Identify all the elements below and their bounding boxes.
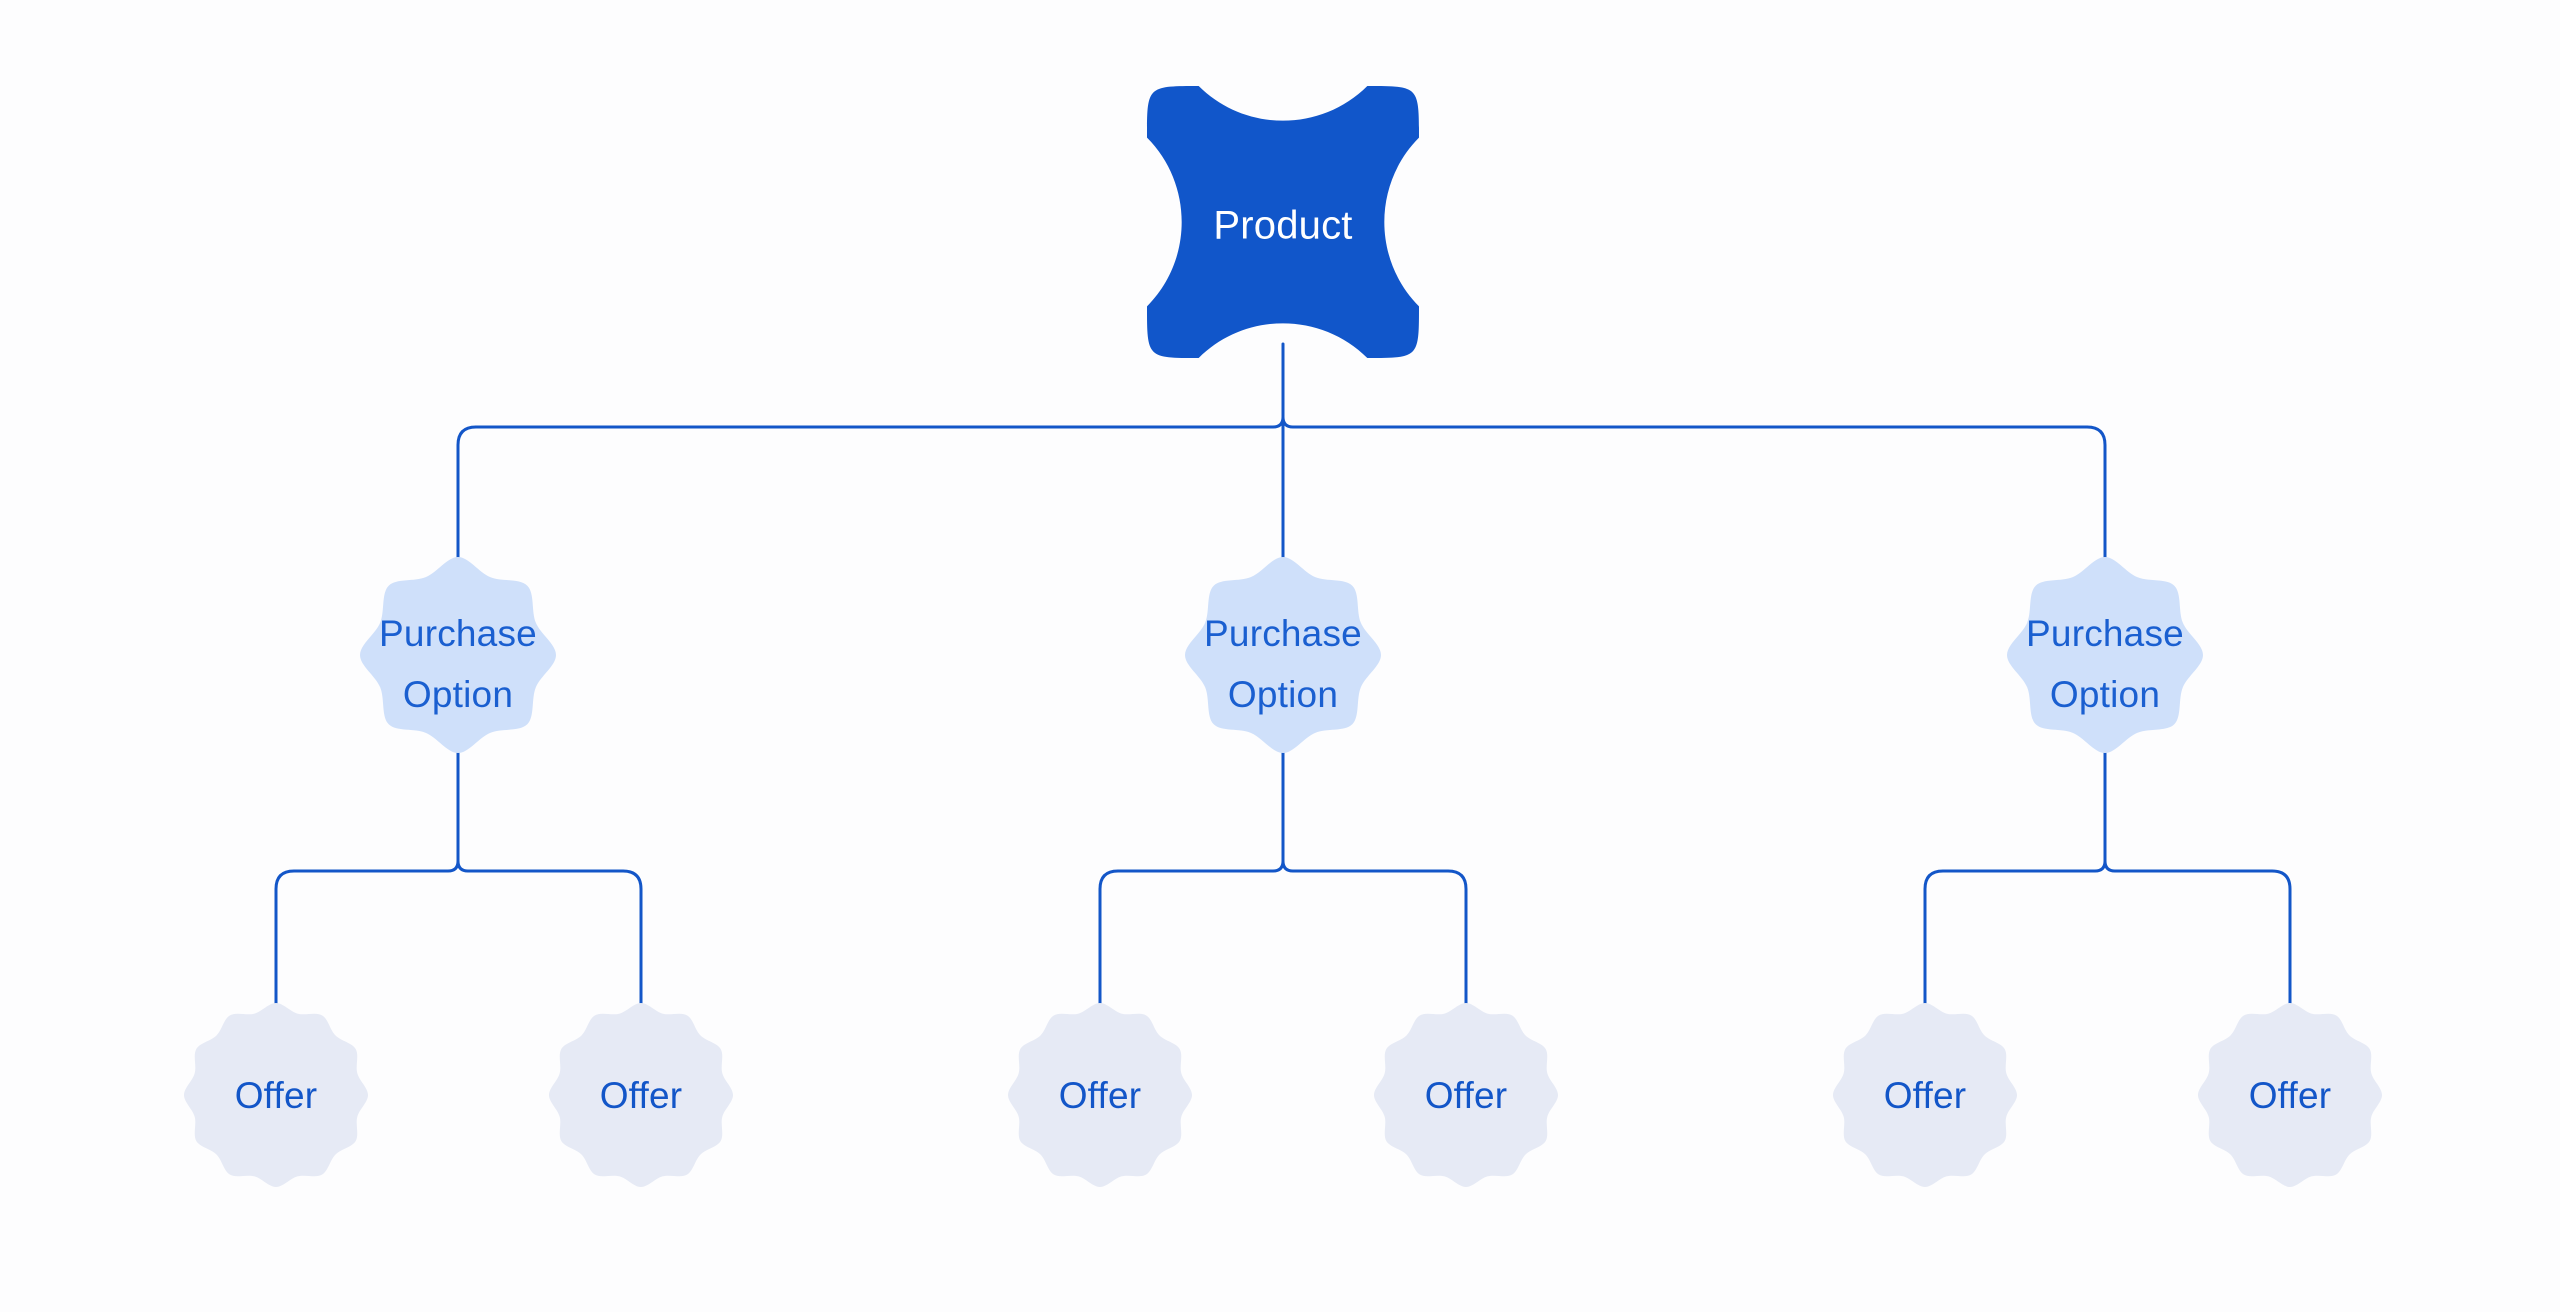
connector-option-3-to-offers <box>1923 739 2292 1013</box>
scallop-shape-offer-3 <box>1008 1003 1192 1187</box>
node-offer-5[interactable]: Offer <box>1833 1003 2017 1187</box>
node-purchase-option-1-label-line1: Purchase <box>379 613 537 654</box>
connector-layer <box>274 342 2292 1013</box>
connector-product-to-option-3 <box>2085 425 2107 569</box>
node-offer-1[interactable]: Offer <box>184 1003 368 1187</box>
scallop-shape-offer-5 <box>1833 1003 2017 1187</box>
node-offer-4[interactable]: Offer <box>1374 1003 1558 1187</box>
connector-option-2-to-offers <box>1098 739 1468 1013</box>
node-offer-3-label: Offer <box>1059 1075 1142 1116</box>
node-purchase-option-2-label-line2: Option <box>1228 674 1338 715</box>
blob-shape-product <box>1147 86 1419 358</box>
scallop-shape-purchase-option-2 <box>1185 557 1381 753</box>
node-purchase-option-3[interactable]: Purchase Option <box>2007 557 2203 753</box>
node-purchase-option-3-label-line1: Purchase <box>2026 613 2184 654</box>
node-layer: Product Purchase Option Purchase Option … <box>184 86 2382 1187</box>
scallop-shape-purchase-option-3 <box>2007 557 2203 753</box>
node-purchase-option-2[interactable]: Purchase Option <box>1185 557 1381 753</box>
node-offer-6-label: Offer <box>2249 1075 2332 1116</box>
node-product[interactable]: Product <box>1147 86 1419 358</box>
node-offer-6[interactable]: Offer <box>2198 1003 2382 1187</box>
node-offer-3[interactable]: Offer <box>1008 1003 1192 1187</box>
node-purchase-option-1[interactable]: Purchase Option <box>360 557 556 753</box>
node-offer-2-label: Offer <box>600 1075 683 1116</box>
connector-product-to-option-1 <box>456 425 478 569</box>
scallop-shape-purchase-option-1 <box>360 557 556 753</box>
connector-option-1-to-offers <box>274 739 643 1013</box>
node-purchase-option-1-label-line2: Option <box>403 674 513 715</box>
node-purchase-option-2-label-line1: Purchase <box>1204 613 1362 654</box>
scallop-shape-offer-2 <box>549 1003 733 1187</box>
node-offer-4-label: Offer <box>1425 1075 1508 1116</box>
node-offer-1-label: Offer <box>235 1075 318 1116</box>
scallop-shape-offer-4 <box>1374 1003 1558 1187</box>
scallop-shape-offer-1 <box>184 1003 368 1187</box>
scallop-shape-offer-6 <box>2198 1003 2382 1187</box>
node-offer-2[interactable]: Offer <box>549 1003 733 1187</box>
node-offer-5-label: Offer <box>1884 1075 1967 1116</box>
node-purchase-option-3-label-line2: Option <box>2050 674 2160 715</box>
node-product-label: Product <box>1213 204 1352 248</box>
